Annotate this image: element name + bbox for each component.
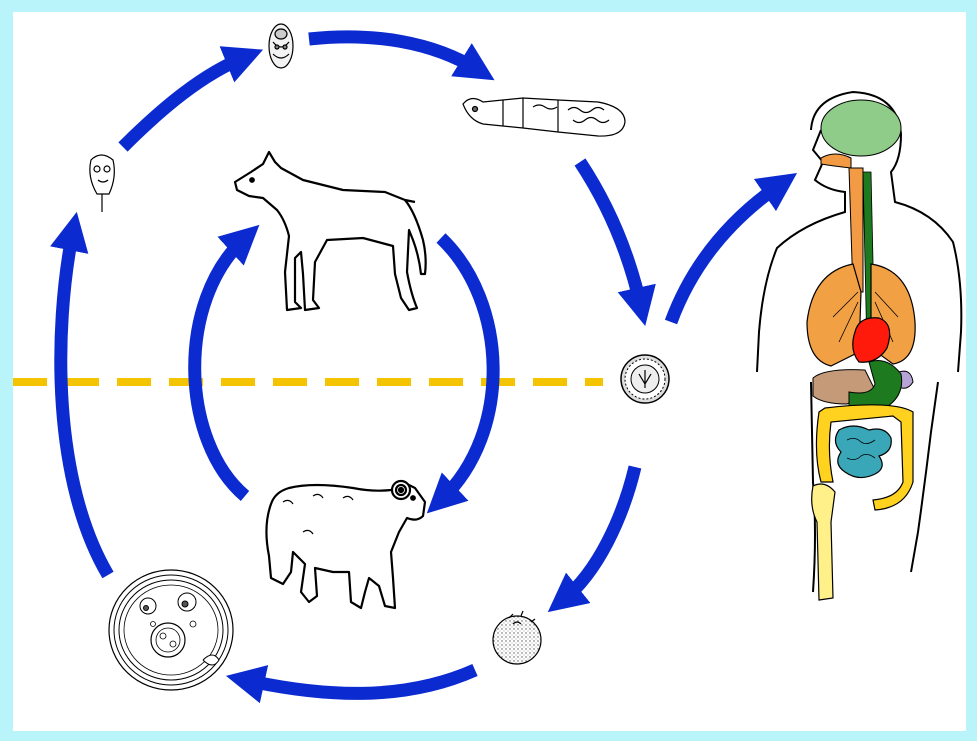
arrow-egg-to-oncosphere bbox=[563, 467, 635, 600]
human-anatomy-icon bbox=[757, 92, 961, 600]
dog-icon bbox=[235, 152, 426, 310]
sheep-icon bbox=[266, 481, 425, 608]
arrow-oncosphere-to-cyst bbox=[245, 670, 475, 693]
adult-tapeworm-icon bbox=[463, 98, 625, 136]
embryonated-egg-icon bbox=[621, 355, 669, 403]
oncosphere-icon bbox=[493, 611, 541, 664]
hydatid-cyst-icon bbox=[109, 570, 233, 690]
arrow-scolex-to-adult bbox=[309, 37, 478, 70]
inner-cycle-arrows bbox=[195, 238, 493, 500]
arrow-egg-to-human bbox=[671, 184, 781, 322]
small-intestine bbox=[835, 426, 891, 478]
diagram-canvas bbox=[13, 12, 966, 731]
arrow-adult-to-egg bbox=[580, 162, 641, 307]
scolex-icon bbox=[269, 24, 293, 68]
life-cycle-diagram bbox=[13, 12, 966, 731]
brain bbox=[821, 100, 901, 156]
arrow-dog-to-sheep bbox=[441, 238, 493, 500]
protoscolex-icon bbox=[90, 155, 114, 212]
arrow-sheep-to-dog bbox=[195, 238, 245, 496]
nasal-cavity bbox=[821, 154, 851, 168]
arrow-cyst-to-protoscolex bbox=[61, 231, 108, 575]
arrow-protoscolex-to-scolex bbox=[123, 57, 245, 147]
